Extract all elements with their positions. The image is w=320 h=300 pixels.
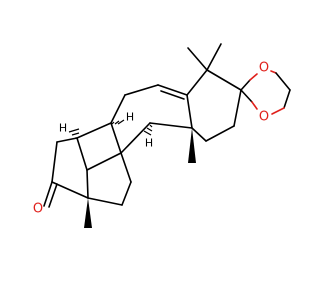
dioxolane-ring-bonds [240,70,291,115]
ring-c-bonds [76,122,132,206]
dioxolane-oxygen-upper-label: O [259,61,269,76]
ring-d-bonds [51,137,89,199]
molecule-structure-diagram: O O O H H H [33,43,291,228]
h9-hashed-bond [143,124,153,136]
c13-methyl-wedge [84,198,92,228]
ketone-bond [43,181,58,208]
hydrogen-9-label: H [145,137,153,150]
hydrogen-8-label: H [126,111,134,124]
hydrogen-14-label: H [59,122,67,135]
gem-dimethyl-bonds [187,43,222,71]
h14-hashed-bond [68,128,80,139]
c10-methyl-wedge [188,128,196,163]
h8-hashed-bond [111,119,125,125]
dioxolane-oxygen-lower-label: O [259,110,269,125]
ring-b-bonds [110,84,193,154]
ketone-oxygen-label: O [33,202,43,217]
ring-a-bonds [186,69,242,142]
